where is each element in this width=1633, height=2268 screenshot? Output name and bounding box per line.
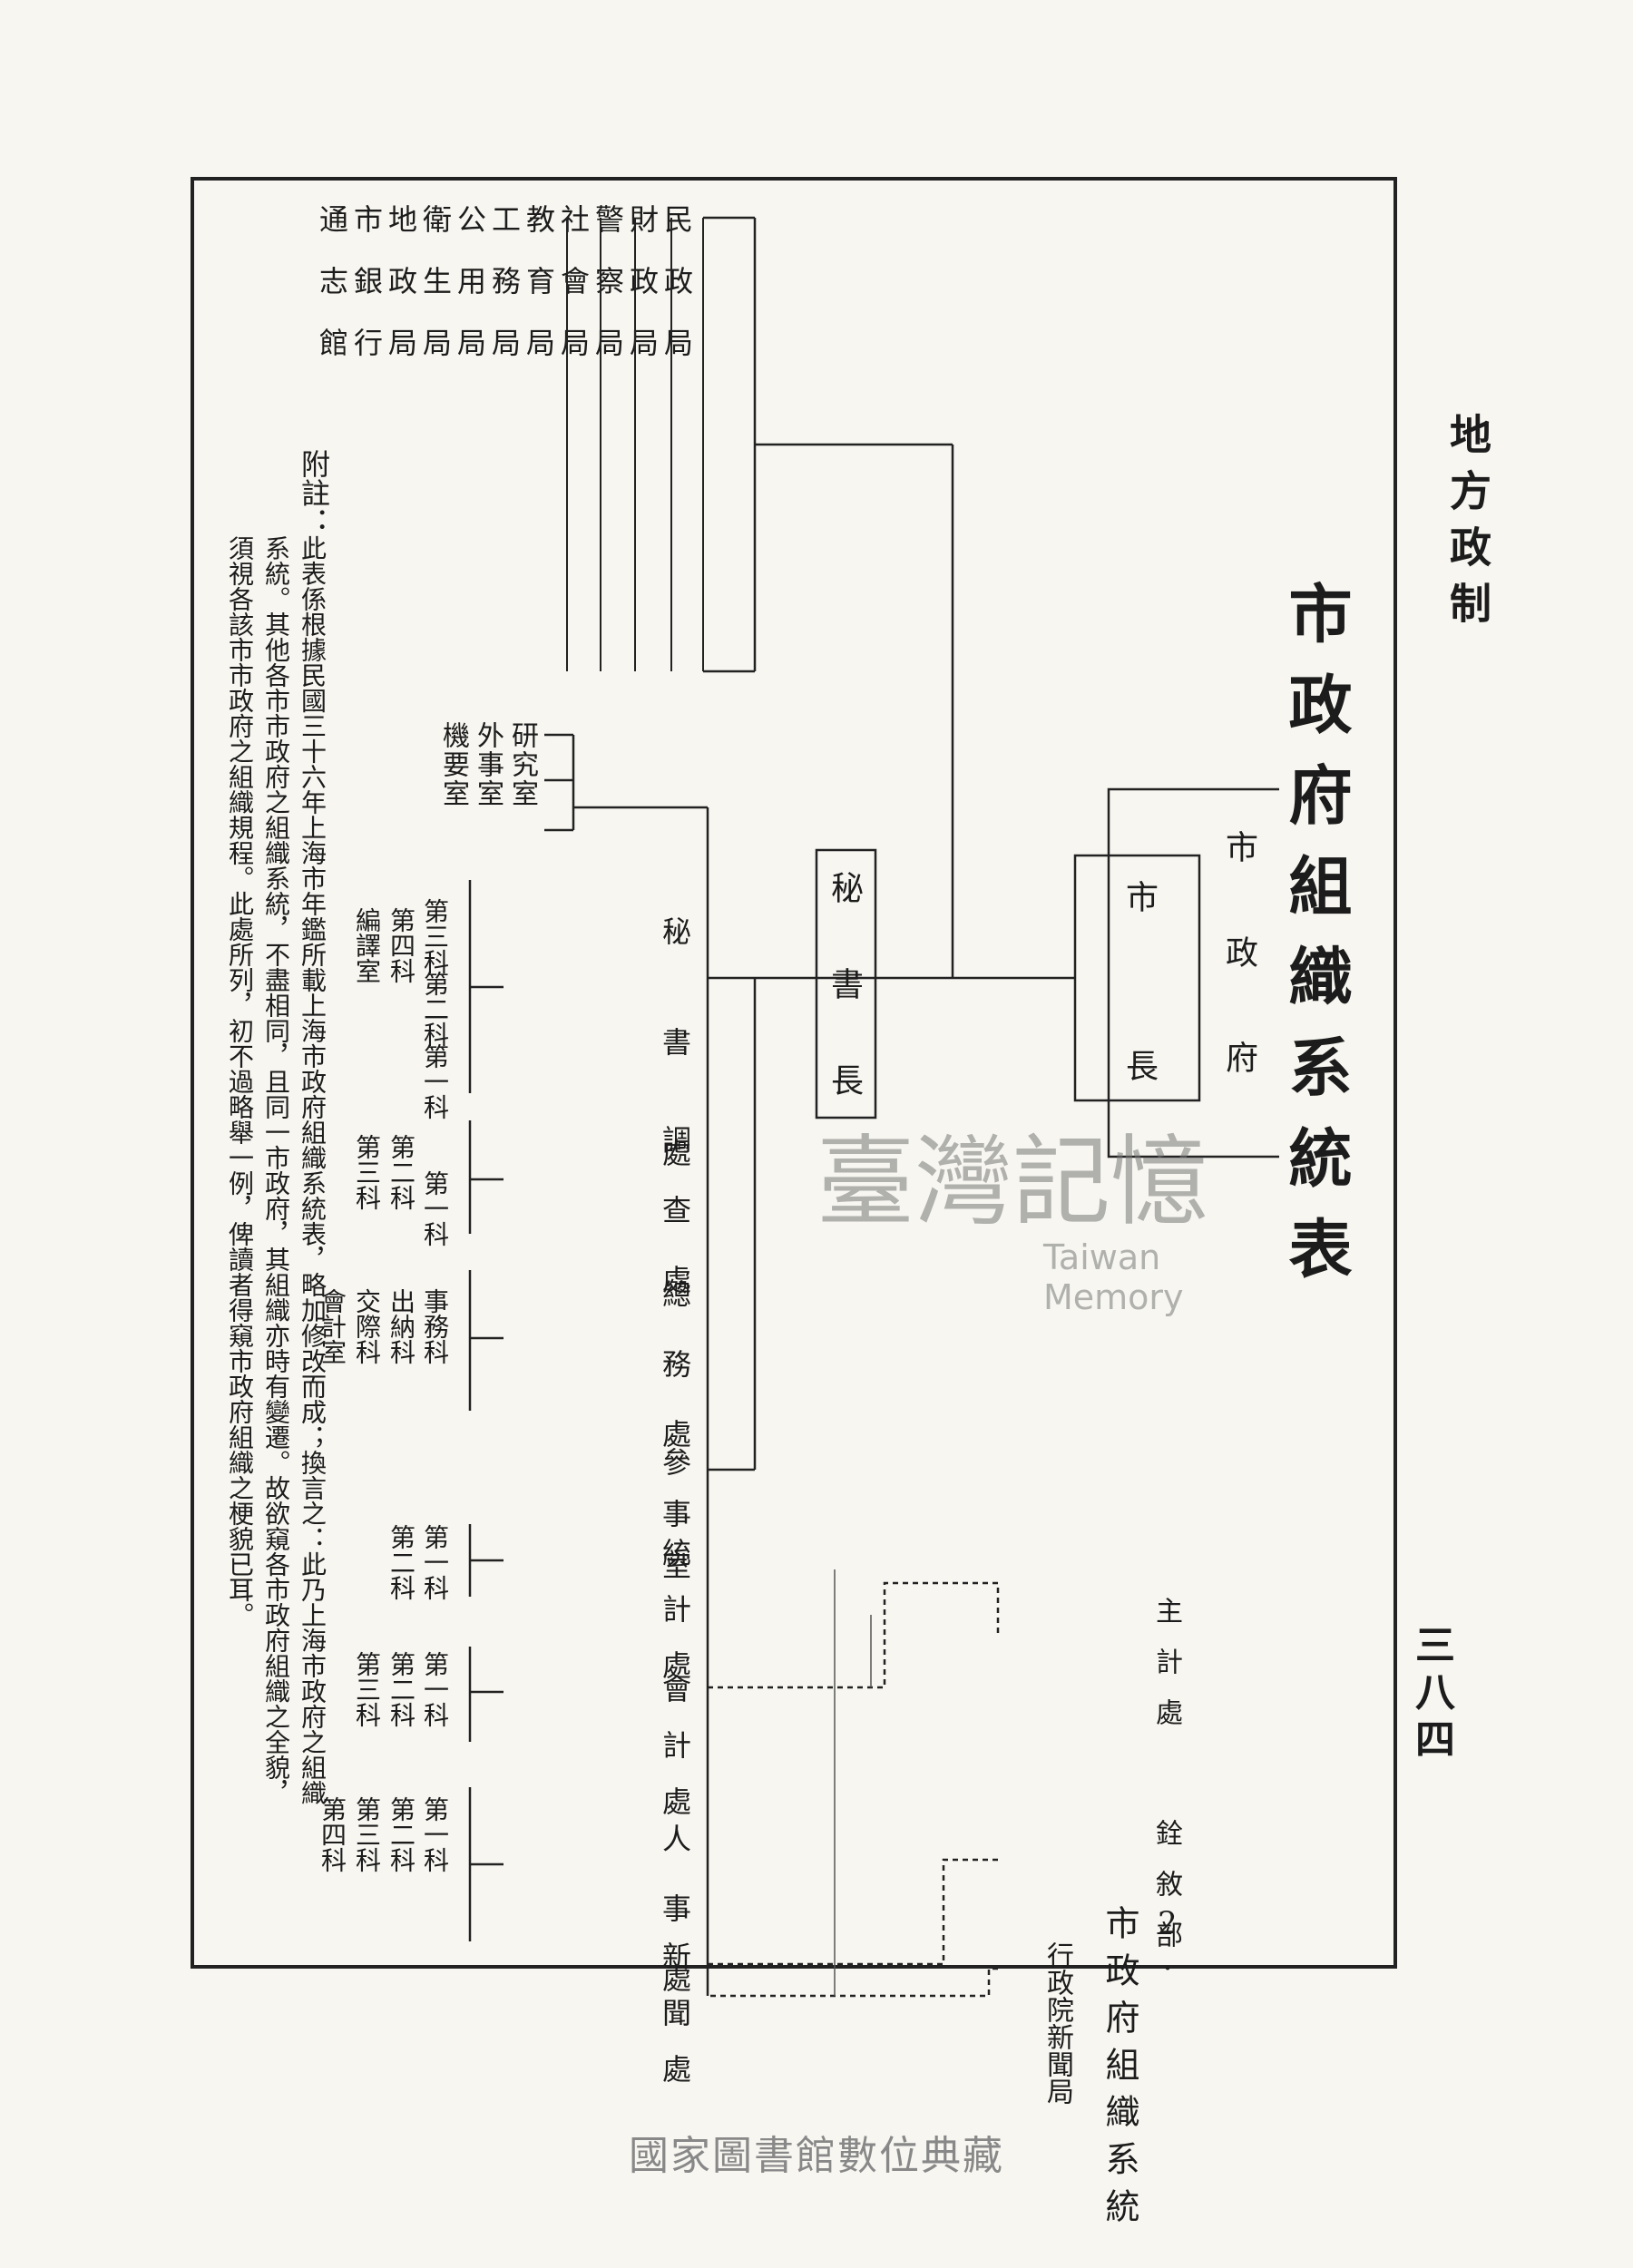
department-label: 會計處 — [658, 1674, 692, 1843]
mayor-outer-label: 市政府 — [1220, 830, 1257, 1146]
page-number: 三八四 — [1408, 1624, 1454, 1765]
bureau-item: 工務局 — [487, 204, 522, 389]
external-org: 主計處 — [1150, 1597, 1182, 1749]
sub-unit: 出納科 — [386, 1288, 416, 1364]
sub-unit: 第三科 — [420, 898, 450, 974]
sub-unit: 第一科 — [420, 1651, 450, 1727]
bureau-list: 民政局 財政局 警察局 社會局 教育局 工務局 公用局 衛生局 地政局 市銀行 … — [315, 204, 708, 676]
bureau-item: 民政局 — [660, 204, 694, 389]
department-label: 秘書處 — [658, 916, 692, 1248]
sub-unit: 編譯室 — [352, 907, 382, 983]
sub-unit: 第一科 — [420, 1043, 450, 1119]
page-frame — [191, 177, 1397, 1969]
external-org: 銓敘部 — [1150, 1819, 1182, 1971]
sub-unit: 第二科 — [386, 1651, 416, 1727]
note-line: 此表係根據民國三十六年上海市年鑑所載上海市政府組織系統表，略加修改而成；換言之：… — [298, 535, 328, 1805]
external-org: 行政院新聞局 — [1041, 1941, 1073, 2105]
figure-number: 2. — [1149, 1905, 1186, 1978]
bureau-item: 教育局 — [522, 204, 556, 389]
bureau-item: 地政局 — [384, 204, 418, 389]
sub-unit: 第二科 — [420, 971, 450, 1047]
bureau-item: 社會局 — [556, 204, 591, 389]
room-item: 機要室 — [437, 721, 469, 808]
sub-unit: 第三科 — [352, 1796, 382, 1872]
department-label: 新聞處 — [658, 1941, 692, 2110]
sub-unit: 會計室 — [318, 1288, 347, 1364]
bureau-item: 衛生局 — [418, 204, 453, 389]
department-label: 參事室 — [658, 1447, 692, 1602]
note-line: 系統。其他各市市政府之組織系統，不盡相同，且同一市政府，其組織亦時有變遷。故欲窺… — [261, 535, 291, 1805]
department-label: 人事處 — [658, 1823, 692, 2033]
note-label: 附註： — [297, 449, 331, 536]
running-header: 地方政制 — [1443, 413, 1492, 638]
bureau-item: 警察局 — [591, 204, 625, 389]
room-item: 外事室 — [472, 721, 504, 808]
watermark-chinese: 臺灣記憶 — [816, 1126, 1209, 1239]
sub-unit: 第一科 — [420, 1524, 450, 1600]
sub-unit: 第二科 — [386, 1524, 416, 1600]
bureau-item: 通志館 — [315, 204, 349, 389]
secretary-general-label: 秘書長 — [826, 871, 863, 1159]
sub-unit: 第三科 — [352, 1134, 382, 1210]
sub-unit: 第四科 — [386, 907, 416, 983]
sub-unit: 第二科 — [386, 1134, 416, 1210]
note-line: 須視各該市市政府之組織規程。此處所列，初不過略舉一例，俾讀者得窺市政府組織之梗貌… — [225, 535, 255, 1628]
department-label: 總務處 — [658, 1279, 692, 1489]
sub-unit: 第四科 — [318, 1796, 347, 1872]
watermark-english: Taiwan Memory — [1043, 1237, 1184, 1317]
sub-unit: 第二科 — [386, 1796, 416, 1872]
room-item: 研究室 — [506, 721, 538, 808]
sub-unit: 第一科 — [420, 1796, 450, 1872]
bureau-item: 公用局 — [453, 204, 487, 389]
watermark: 臺灣記憶 Taiwan Memory — [816, 1126, 1297, 1318]
bureau-item: 財政局 — [625, 204, 660, 389]
sub-unit: 第三科 — [352, 1651, 382, 1727]
right-column-label: 市政府組織系統 — [1100, 1905, 1139, 2235]
chart-title: 市政府組織系統表 — [1278, 581, 1354, 1306]
department-label: 統計處 — [658, 1538, 692, 1706]
bureau-item: 市銀行 — [349, 204, 384, 389]
sub-unit: 事務科 — [420, 1288, 450, 1364]
department-label: 調查處 — [658, 1125, 692, 1334]
mayor-inner-label: 市長 — [1120, 880, 1158, 1217]
sub-unit: 第一科 — [420, 1170, 450, 1246]
sub-unit: 交際科 — [352, 1288, 382, 1364]
footer-credit: 國家圖書館數位典藏 — [629, 2133, 1004, 2179]
